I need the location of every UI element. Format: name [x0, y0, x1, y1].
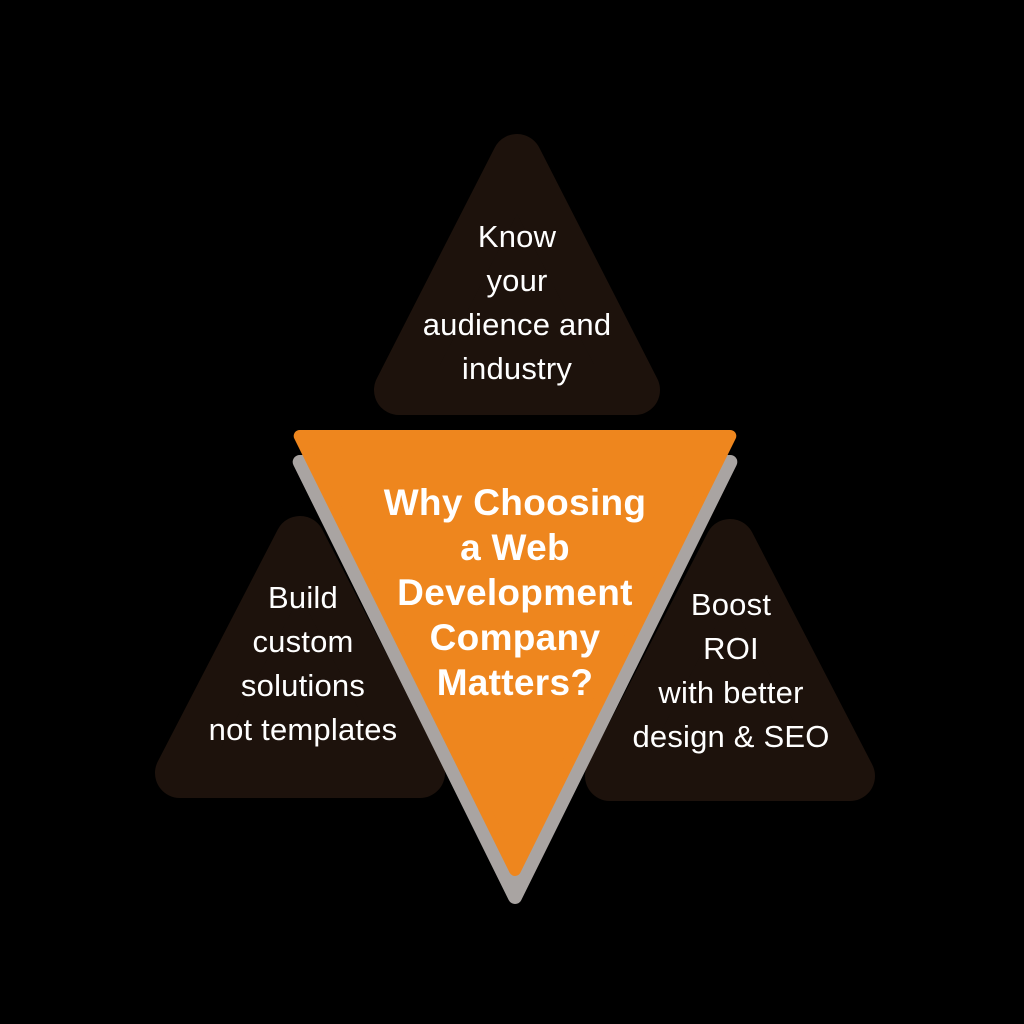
top-triangle-shape: [374, 134, 660, 415]
right-triangle-label: Boost ROI with better design & SEO: [632, 587, 830, 754]
center-triangle-shape: [293, 430, 737, 876]
right-triangle-shape: [585, 519, 875, 801]
center-title: Why Choosing a Web Development Company M…: [383, 482, 647, 703]
top-triangle-label: Know your audience and industry: [422, 219, 612, 386]
left-triangle-shape: [155, 516, 445, 798]
left-triangle-label: Build custom solutions not templates: [208, 580, 398, 747]
